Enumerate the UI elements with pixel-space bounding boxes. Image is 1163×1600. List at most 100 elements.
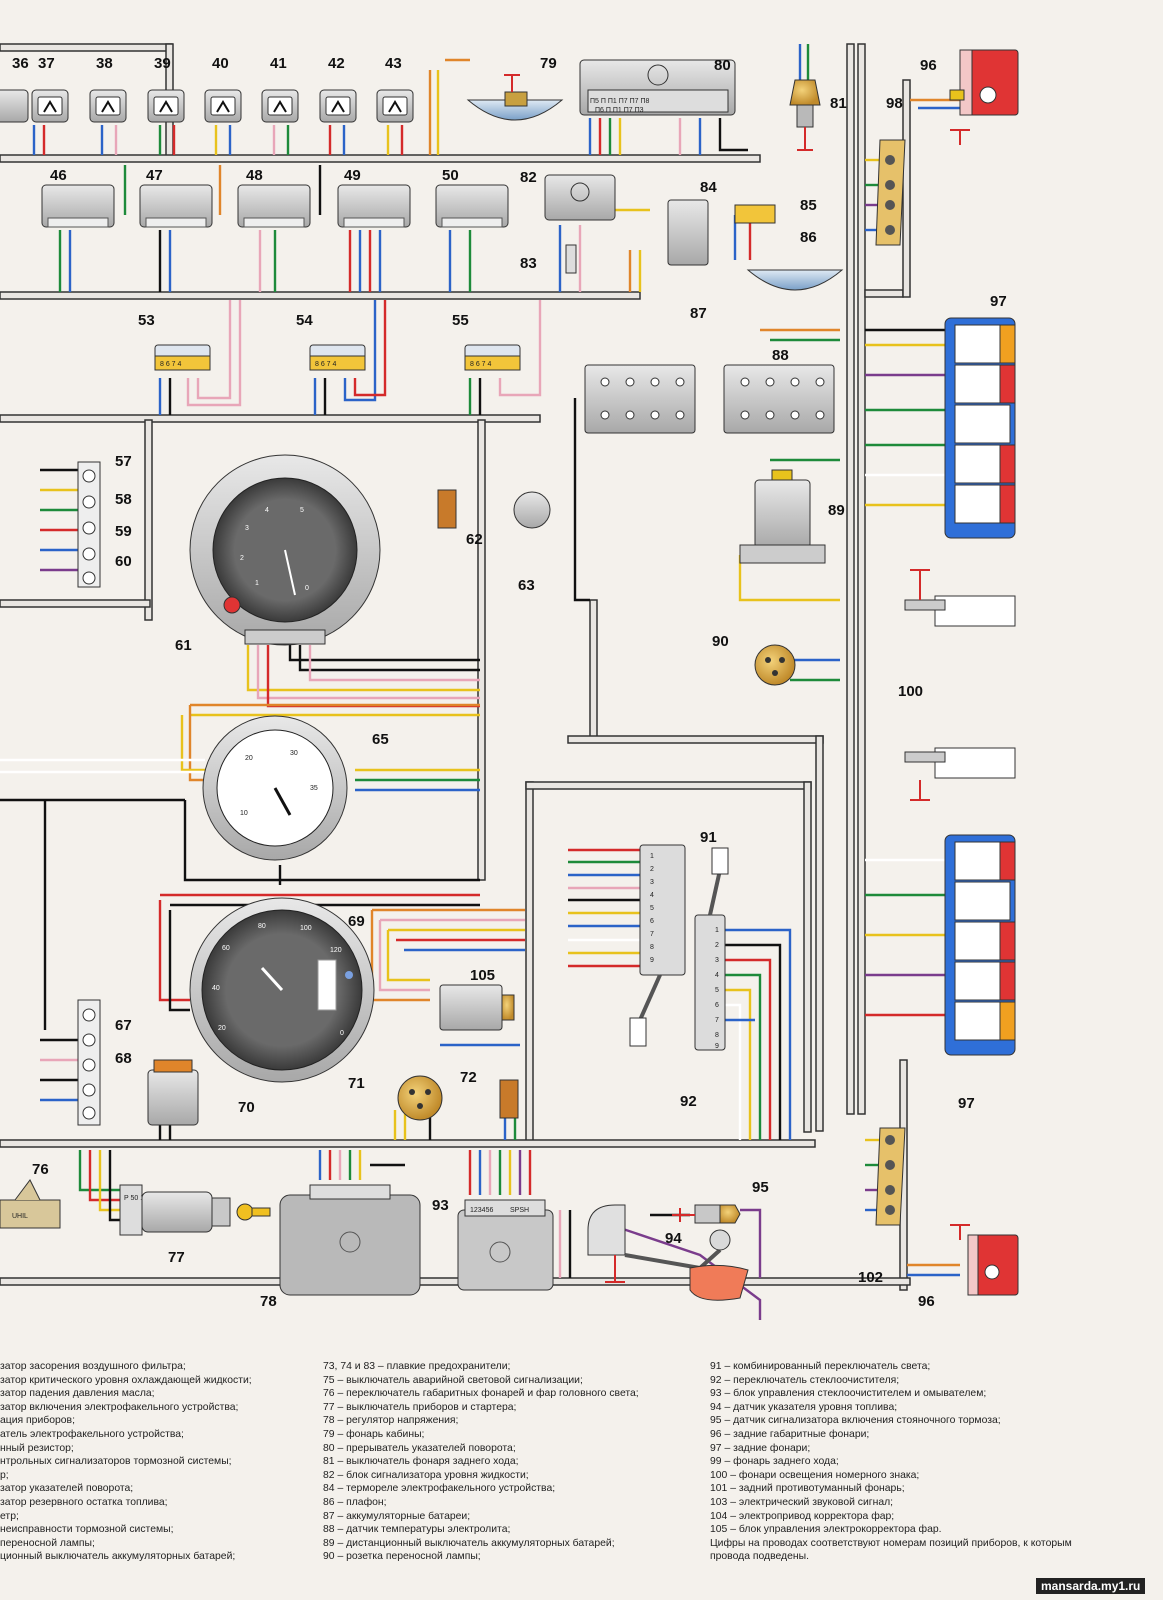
label-83: 83 xyxy=(520,255,537,272)
legend-left: затор засорения воздушного фильтра; зато… xyxy=(0,1360,300,1564)
switch-37: 37 xyxy=(31,55,69,123)
speedo-mark-100: 100 xyxy=(300,925,312,932)
label-55: 55 xyxy=(452,312,469,329)
legend-left-line: переносной лампы; xyxy=(0,1537,95,1549)
legend-mid-line: 86 – плафон; xyxy=(323,1496,387,1508)
voltage-regulator-78: 78 xyxy=(260,1184,421,1310)
sw92-pin-5: 5 xyxy=(715,987,719,994)
label-69: 69 xyxy=(348,913,365,930)
sw92-pin-3: 3 xyxy=(715,957,719,964)
cabin-lamp-79: 79 xyxy=(466,55,564,121)
label-37: 37 xyxy=(38,55,55,72)
legend-left-line: затор критического уровня охлаждающей жи… xyxy=(0,1374,252,1386)
switch-39: 39 xyxy=(147,55,185,123)
legend-mid-line: 76 – переключатель габаритных фонарей и … xyxy=(323,1388,639,1400)
turn-signal-flasher-80: П5 П П1 П7 П7 П8 П6 П П1 П7 П3 80 xyxy=(579,57,736,116)
tacho-mark-20: 20 xyxy=(245,755,253,762)
label-96-top: 96 xyxy=(920,57,937,74)
sw92-pin-7: 7 xyxy=(715,1017,719,1024)
label-60: 60 xyxy=(115,553,132,570)
label-41: 41 xyxy=(270,55,287,72)
reverse-light-switch-81: 81 xyxy=(789,79,847,151)
speedo-mark-120: 120 xyxy=(330,947,342,954)
rear-marker-lamp-96-top: 96 xyxy=(920,49,1019,145)
legend-mid-line: 82 – блок сигнализатора уровня жидкости; xyxy=(323,1469,529,1481)
label-81: 81 xyxy=(830,95,847,112)
dome-light-86: 86 xyxy=(746,229,844,291)
warning-lamps-57-60: 57 58 59 60 xyxy=(77,453,132,588)
sw92-pin-9: 9 xyxy=(715,1043,719,1050)
ignition-pins: P 50 15 30 xyxy=(124,1195,158,1202)
fuse-83: 83 xyxy=(520,244,577,274)
label-47: 47 xyxy=(146,167,163,184)
label-89: 89 xyxy=(828,502,845,519)
sw91-pin-9: 9 xyxy=(650,957,654,964)
legend-right-line: Цифры на проводах соответствуют номерам … xyxy=(710,1537,1072,1549)
label-96-bottom: 96 xyxy=(918,1293,935,1310)
label-49: 49 xyxy=(344,167,361,184)
label-86: 86 xyxy=(800,229,817,246)
legend-left-line: нный резистор; xyxy=(0,1442,74,1454)
label-59: 59 xyxy=(115,523,132,540)
switch-43: 43 xyxy=(376,55,414,123)
legend-right-line: 95 – датчик сигнализатора включения стоя… xyxy=(710,1415,1001,1427)
legend-right-line: 101 – задний противотуманный фонарь; xyxy=(710,1483,905,1495)
site-watermark: mansarda.my1.ru xyxy=(1036,1578,1146,1594)
clock-mark-5: 5 xyxy=(300,507,304,514)
legend-left-line: ация приборов; xyxy=(0,1415,75,1427)
sw92-pin-8: 8 xyxy=(715,1032,719,1039)
warning-lamps-67-68: 67 68 xyxy=(77,999,132,1126)
label-54: 54 xyxy=(296,312,313,329)
harness-lower xyxy=(0,414,541,423)
batteries-87: 87 88 xyxy=(584,305,835,434)
speedo-mark-0: 0 xyxy=(340,1030,344,1037)
switch-40: 40 xyxy=(204,55,242,123)
legend-mid-line: 78 – регулятор напряжения; xyxy=(323,1415,459,1427)
speedo-mark-20: 20 xyxy=(218,1025,226,1032)
legend-right: 91 – комбинированный переключатель света… xyxy=(710,1360,1150,1564)
speedo-mark-80: 80 xyxy=(258,923,266,930)
legend-right-line: 93 – блок управления стеклоочистителем и… xyxy=(710,1388,987,1400)
clock-mark-0: 0 xyxy=(305,585,309,592)
control-block-46: 46 xyxy=(41,167,115,228)
relay-55: 8 6 7 4 55 xyxy=(452,312,521,371)
clock-mark-3: 3 xyxy=(245,525,249,532)
sw91-pin-5: 5 xyxy=(650,905,654,912)
label-102: 102 xyxy=(858,1269,883,1286)
block93-pins: 123456 xyxy=(470,1207,493,1214)
label-43: 43 xyxy=(385,55,402,72)
label-48: 48 xyxy=(246,167,263,184)
relays-53-55: 8 6 7 4 53 8 6 7 4 54 8 6 7 4 55 xyxy=(138,312,521,371)
label-71: 71 xyxy=(348,1075,365,1092)
gauge-69: 20 40 60 80 100 120 0 69 xyxy=(189,897,375,1083)
legend-left-line: затор указателей поворота; xyxy=(0,1483,134,1495)
relay54-pins: 8 6 7 4 xyxy=(315,361,337,368)
label-78: 78 xyxy=(260,1293,277,1310)
legend-right-line: 92 – переключатель стеклоочистителя; xyxy=(710,1374,900,1386)
legend-left-line: нтрольных сигнализаторов тормозной систе… xyxy=(0,1456,232,1468)
wiper-switch-92: 1 2 3 4 5 6 7 8 9 92 xyxy=(680,847,729,1110)
legend-mid-line: 89 – дистанционный выключатель аккумулят… xyxy=(323,1537,615,1549)
legend-mid-line: 81 – выключатель фонаря заднего хода; xyxy=(323,1456,519,1468)
legend-mid-line: 73, 74 и 83 – плавкие предохранители; xyxy=(323,1361,511,1372)
label-91: 91 xyxy=(700,829,717,846)
harness-top-left xyxy=(0,43,173,52)
legend-right-line: 91 – комбинированный переключатель света… xyxy=(710,1361,931,1372)
clock-mark-4: 4 xyxy=(265,507,269,514)
relay55-pins: 8 6 7 4 xyxy=(470,361,492,368)
legend-left-line: неисправности тормозной системы; xyxy=(0,1524,174,1536)
label-97-bottom: 97 xyxy=(958,1095,975,1112)
label-53: 53 xyxy=(138,312,155,329)
sw91-pin-3: 3 xyxy=(650,879,654,886)
component-71: 71 xyxy=(348,1075,443,1121)
license-lamps-100: 100 xyxy=(898,569,1016,801)
relay80-top-pins: П5 П П1 П7 П7 П8 xyxy=(590,98,649,105)
label-38: 38 xyxy=(96,55,113,72)
light-switch-76: UHIL 76 xyxy=(0,1161,61,1229)
switch-42: 42 xyxy=(319,55,357,123)
rear-marker-lamp-96-bottom: 96 xyxy=(918,1224,1019,1310)
control-block-50: 50 xyxy=(435,167,509,228)
label-84: 84 xyxy=(700,179,717,196)
legend-right-line: провода подведены. xyxy=(710,1551,809,1563)
component-70: 70 xyxy=(147,1059,255,1126)
